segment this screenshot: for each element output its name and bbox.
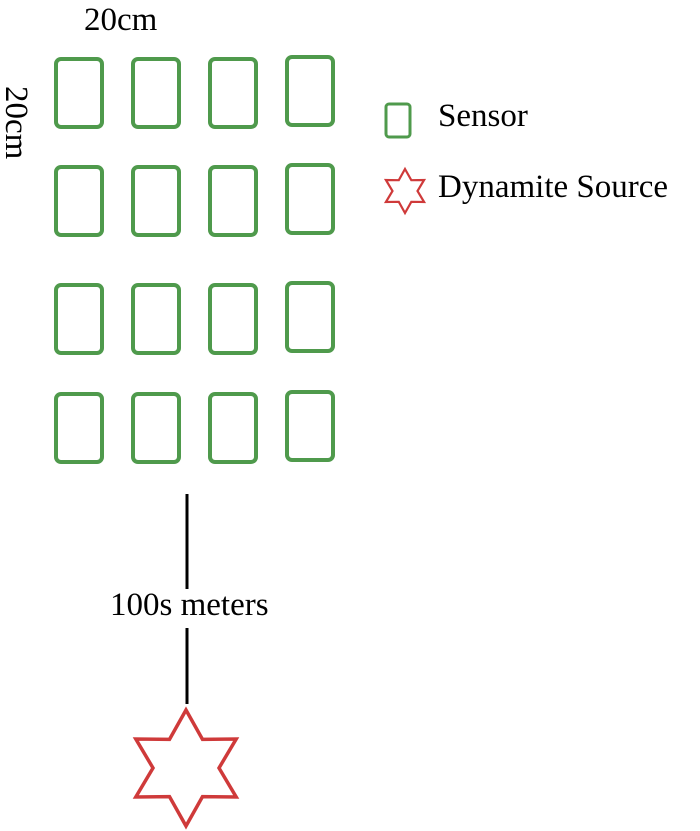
sensor-r4-c1 <box>54 392 104 464</box>
sensor-r4-c3 <box>208 392 258 464</box>
legend-sensor-label: Sensor <box>438 98 528 134</box>
legend-sensor-icon <box>384 102 412 139</box>
horizontal-spacing-label: 20cm <box>84 2 158 38</box>
sensor-r3-c1 <box>54 283 104 355</box>
sensor-grid <box>54 55 335 464</box>
sensor-r2-c3 <box>208 165 258 237</box>
sensor-r4-c2 <box>131 392 181 464</box>
sensor-r1-c2 <box>131 57 181 129</box>
sensor-r2-c4 <box>285 163 335 235</box>
sensor-r3-c2 <box>131 283 181 355</box>
vertical-spacing-label: 20cm <box>0 86 34 160</box>
distance-label: 100s meters <box>108 587 271 623</box>
sensor-r3-c3 <box>208 283 258 355</box>
legend-star-icon <box>383 166 427 216</box>
sensor-r1-c3 <box>208 57 258 129</box>
dynamite-source-star <box>132 706 240 830</box>
sensor-r2-c1 <box>54 165 104 237</box>
sensor-r4-c4 <box>285 390 335 462</box>
sensor-r1-c4 <box>285 55 335 127</box>
legend-source-label: Dynamite Source <box>438 169 669 205</box>
sensor-r2-c2 <box>131 165 181 237</box>
sensor-r3-c4 <box>285 281 335 353</box>
sensor-r1-c1 <box>54 57 104 129</box>
